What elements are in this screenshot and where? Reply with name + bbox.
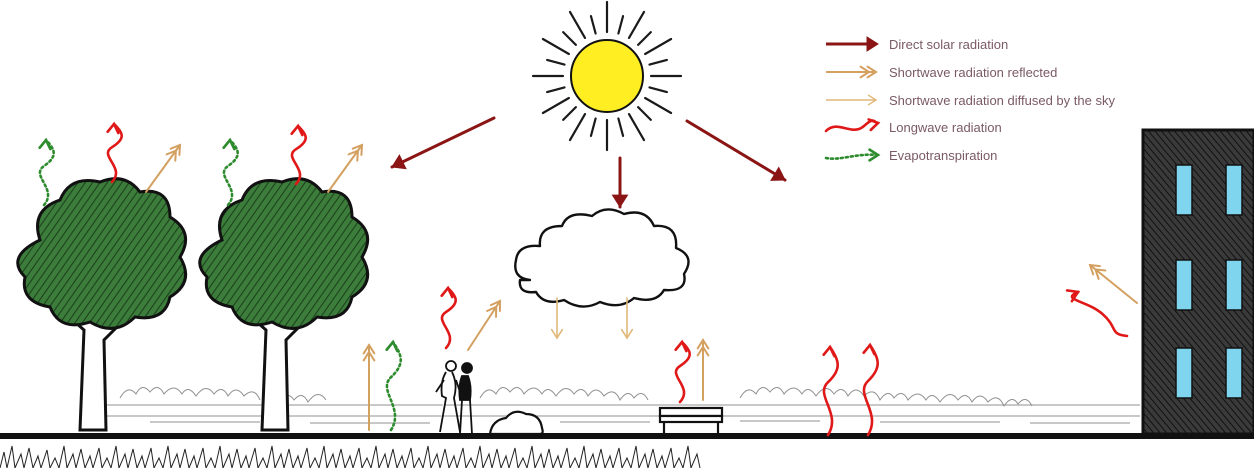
legend-swatch-shortwave-reflected	[826, 65, 878, 79]
legend-swatch-evapotranspiration	[824, 148, 881, 162]
sun-ray	[648, 58, 668, 66]
legend-label-longwave: Longwave radiation	[889, 120, 1002, 135]
tree-icon	[198, 177, 370, 432]
sun-icon	[531, 0, 683, 152]
direct-solar-arrow	[390, 116, 496, 170]
sun-ray	[541, 37, 570, 56]
building-windows	[1175, 164, 1243, 399]
legend-label-evapotranspiration: Evapotranspiration	[889, 148, 997, 163]
sun-ray	[627, 113, 646, 142]
background-street-sketch	[100, 387, 1140, 424]
tree-icon	[16, 177, 188, 432]
sun-ray	[637, 31, 652, 46]
legend-swatch-shortwave-diffused	[826, 94, 878, 106]
shortwave-reflected-arrow	[145, 143, 182, 193]
shortwave-reflected-arrow	[467, 299, 502, 351]
sun-ray	[589, 117, 597, 137]
sun-ray	[589, 15, 597, 35]
longwave-arrow	[674, 339, 691, 404]
radiation-arrows	[38, 116, 1138, 437]
bench-icon	[658, 406, 724, 434]
legend-label-direct-solar: Direct solar radiation	[889, 37, 1008, 52]
direct-solar-arrow	[685, 119, 787, 182]
legend-label-shortwave-diffused: Shortwave radiation diffused by the sky	[889, 93, 1115, 108]
longwave-arrow	[822, 344, 839, 437]
cloud-icon	[514, 208, 690, 308]
legend-label-shortwave-reflected: Shortwave radiation reflected	[889, 65, 1057, 80]
sun-ray	[568, 10, 587, 39]
shortwave-diffused-arrow	[550, 297, 564, 340]
longwave-arrow	[106, 121, 123, 184]
sun-ray	[627, 10, 646, 39]
sun-ray	[546, 86, 566, 94]
evapotranspiration-arrow	[222, 137, 239, 207]
ground	[0, 433, 1254, 468]
sun-ray	[644, 37, 673, 56]
bush-icon	[488, 410, 544, 436]
sun-ray	[562, 31, 577, 46]
sun-ray	[648, 86, 668, 94]
evapotranspiration-arrow	[385, 339, 402, 432]
longwave-arrow	[862, 342, 879, 437]
shortwave-reflected-arrow	[1088, 263, 1138, 304]
building-icon	[1141, 128, 1254, 436]
shortwave-reflected-arrow	[696, 338, 710, 401]
shortwave-reflected-arrow	[327, 143, 364, 193]
sun-ray	[637, 106, 652, 121]
longwave-arrow	[1065, 289, 1129, 338]
shortwave-reflected-arrow	[362, 343, 376, 431]
legend-swatch-direct-solar	[826, 36, 879, 52]
sun-ray	[617, 15, 625, 35]
longwave-arrow	[290, 123, 307, 186]
shortwave-diffused-arrow	[620, 297, 634, 340]
evapotranspiration-arrow	[38, 137, 55, 207]
sun-ray	[568, 113, 587, 142]
people-icon	[435, 360, 473, 435]
sun-ray	[541, 96, 570, 115]
sun-ray	[617, 117, 625, 137]
longwave-arrow	[440, 285, 457, 350]
sun-ray	[644, 96, 673, 115]
sun-ray	[562, 106, 577, 121]
legend-swatch-longwave	[824, 118, 881, 133]
sun-ray	[546, 58, 566, 66]
direct-solar-arrow	[611, 156, 629, 209]
